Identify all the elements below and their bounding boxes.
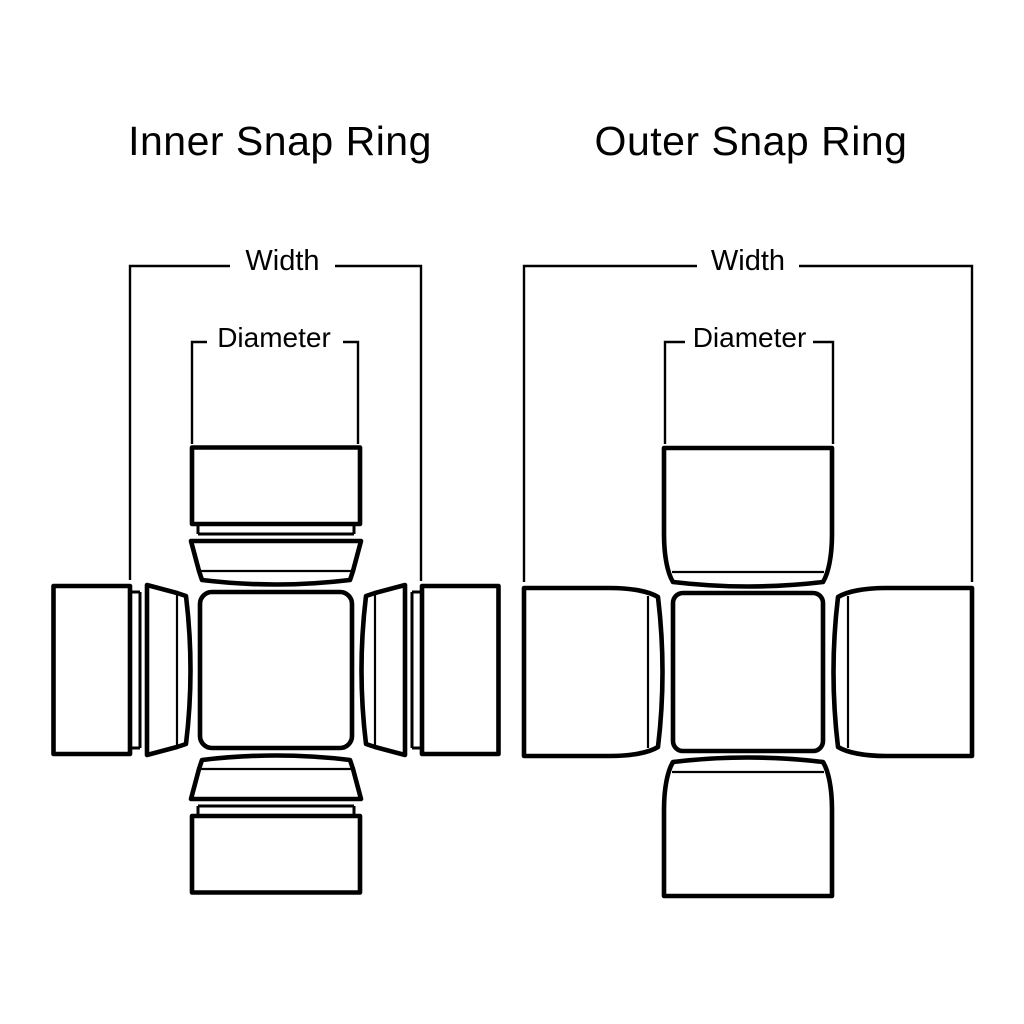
outer-width-dimension-line xyxy=(522,264,974,582)
outer-snap-ring-title: Outer Snap Ring xyxy=(594,118,908,164)
outer-bottom-bearing-cap xyxy=(664,758,832,897)
outer-diameter-dimension-label: Diameter xyxy=(692,322,807,353)
inner-snap-ring-title: Inner Snap Ring xyxy=(128,118,432,164)
inner-top-bearing-cap xyxy=(191,448,361,585)
inner-width-dimension-label: Width xyxy=(245,245,320,277)
outer-diameter-dimension-line xyxy=(663,340,835,444)
inner-bottom-bearing-cap xyxy=(191,756,361,893)
outer-left-bearing-cap xyxy=(524,588,663,756)
inner-diameter-dimension-line xyxy=(190,340,360,444)
inner-width-dimension-line xyxy=(128,264,423,581)
outer-snap-ring-cross xyxy=(524,448,972,896)
outer-right-bearing-cap xyxy=(834,588,973,756)
inner-cross-body xyxy=(197,589,355,751)
inner-diameter-dimension-label: Diameter xyxy=(217,322,331,353)
inner-left-bearing-cap xyxy=(54,585,191,755)
outer-width-dimension-label: Width xyxy=(710,245,786,277)
inner-right-bearing-cap xyxy=(362,585,499,755)
inner-snap-ring-cross xyxy=(54,448,499,893)
outer-cross-body xyxy=(670,590,826,754)
outer-top-bearing-cap xyxy=(664,448,832,587)
